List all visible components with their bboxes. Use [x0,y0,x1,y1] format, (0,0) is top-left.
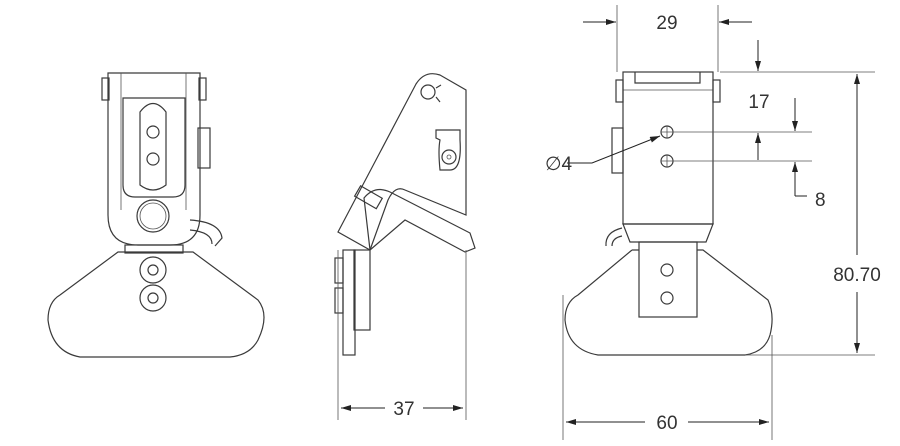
front-view [47,72,265,358]
dimension-side-depth: 37 [393,399,414,420]
rear-view: 29 80.70 17 8 ∅4 60 [545,5,881,440]
dimension-hole-offset: 8 [815,190,826,211]
dimension-hole-diameter: ∅4 [545,154,573,175]
dimension-hole-spacing: 17 [748,92,769,113]
side-view: 37 [334,73,476,420]
dimension-top-width: 29 [656,13,677,34]
dimension-overall-height: 80.70 [833,265,881,286]
dimension-base-width: 60 [656,413,677,434]
